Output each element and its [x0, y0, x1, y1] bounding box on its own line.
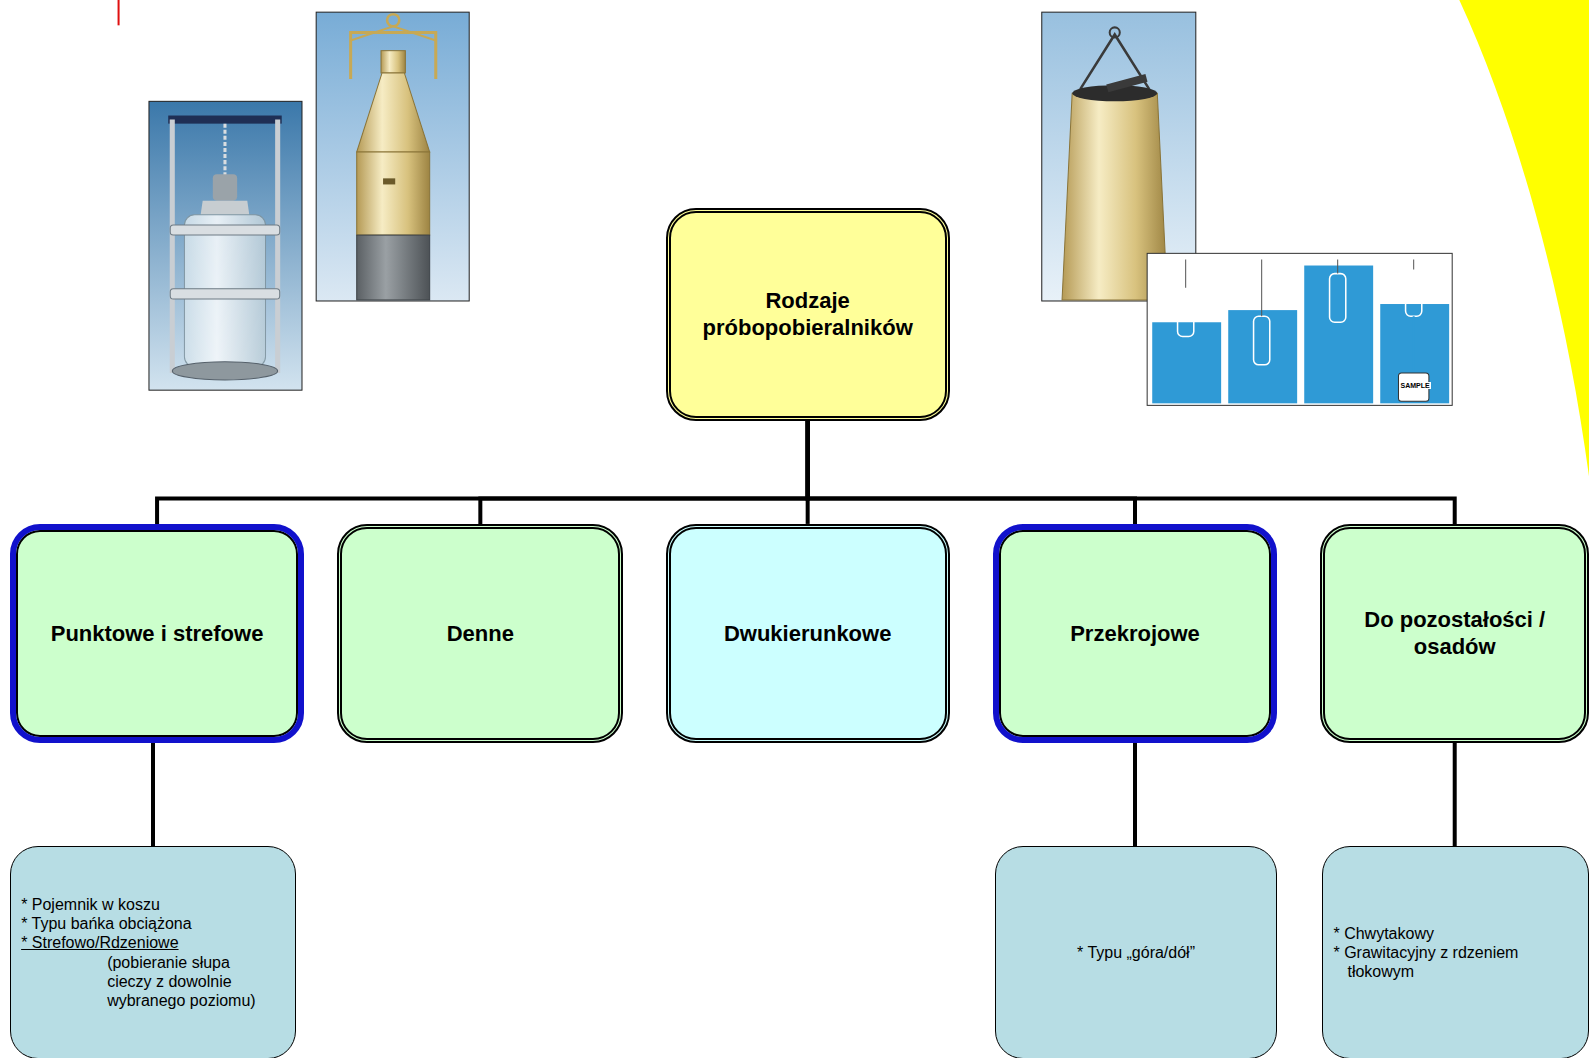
detail-text: * Pojemnik w koszu	[21, 895, 160, 914]
tree-connector	[480, 421, 807, 524]
tree-connector	[808, 421, 1135, 524]
category-box: Punktowe i strefowe	[10, 524, 304, 743]
detail-text: * Typu bańka obciążona	[21, 914, 192, 933]
detail-box: * Pojemnik w koszu* Typu bańka obciążona…	[10, 846, 296, 1058]
detail-text: * Strefowo/Rdzeniowe	[21, 933, 178, 952]
detail-text: * Chwytakowy	[1333, 924, 1433, 943]
basket-sampler-photo	[149, 101, 302, 390]
weighted-bottle-photo	[316, 12, 469, 301]
tree-connector	[808, 421, 1455, 524]
detail-box: * Chwytakowy* Grawitacyjny z rdzeniem tł…	[1322, 846, 1589, 1058]
category-text: Punktowe i strefowe	[51, 620, 264, 648]
red-mark	[118, 0, 120, 25]
category-box: Denne	[337, 524, 623, 743]
category-text: Denne	[447, 620, 514, 648]
tree-connector	[151, 743, 155, 846]
tree-connector	[1453, 743, 1457, 846]
category-text: Do pozostałości / osadów	[1339, 606, 1570, 661]
detail-text: * Grawitacyjny z rdzeniem tłokowym	[1333, 943, 1578, 981]
category-text: Przekrojowe	[1070, 620, 1200, 648]
sampling-sequence-illustration	[1147, 253, 1452, 405]
root-box: Rodzaje próbopobieralników	[666, 208, 950, 421]
category-box: Do pozostałości / osadów	[1320, 524, 1589, 743]
title-text: Rodzaje próbopobieralników	[685, 287, 931, 342]
tree-connector	[157, 421, 808, 524]
sample-label: SAMPLE	[1399, 382, 1430, 389]
detail-text: (pobieranie słupa cieczy z dowolnie wybr…	[107, 953, 267, 1011]
detail-box: * Typu „góra/dół”	[995, 846, 1277, 1058]
tree-connector	[1133, 743, 1137, 846]
category-box: Przekrojowe	[993, 524, 1277, 743]
category-text: Dwukierunkowe	[724, 620, 891, 648]
category-box: Dwukierunkowe	[666, 524, 950, 743]
detail-text: * Typu „góra/dół”	[1077, 943, 1195, 962]
yellow-swoosh	[1459, 0, 1589, 476]
